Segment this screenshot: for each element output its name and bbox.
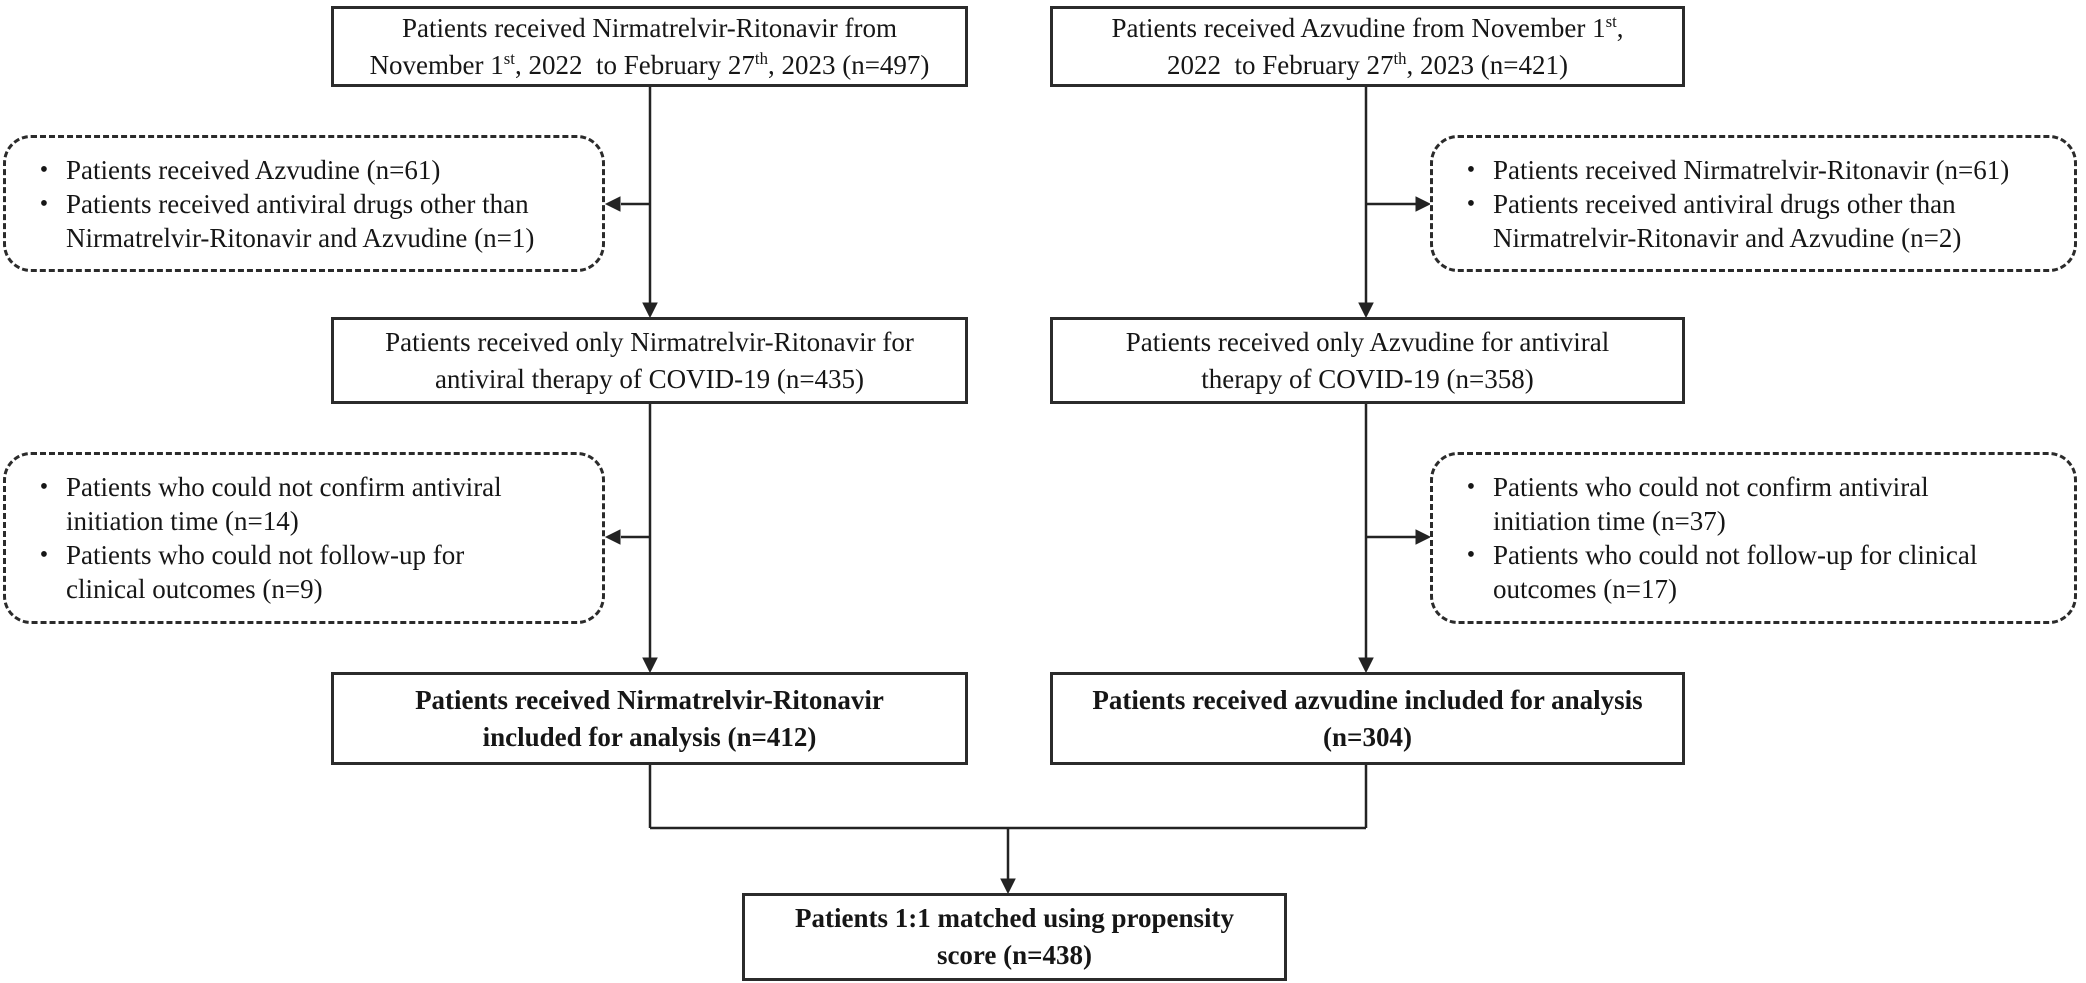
bullet-marker: • xyxy=(1466,190,1476,217)
exclusion-item: • Patients received antiviral drugs othe… xyxy=(22,187,602,255)
exclusion-item-text: Patients who could not follow-up for cli… xyxy=(66,540,465,604)
text-segment: , 2023 (n=421) xyxy=(1406,49,1568,80)
exclusion-item: • Patients who could not confirm antivir… xyxy=(1449,470,2074,538)
text-segment: Patients received Azvudine from November… xyxy=(1111,12,1606,43)
exclusion-item-text: Patients who could not confirm antiviral… xyxy=(1493,472,1929,536)
box-text-line: 2022 to February 27th, 2023 (n=421) xyxy=(1167,47,1568,84)
bullet-marker: • xyxy=(39,190,49,217)
box-text-line: (n=304) xyxy=(1323,721,1412,752)
ordinal-superscript: st xyxy=(1605,11,1617,31)
nirmatrelvir-included-box: Patients received Nirmatrelvir-Ritonavir… xyxy=(331,672,968,765)
ordinal-superscript: th xyxy=(754,48,768,68)
bullet-marker: • xyxy=(39,474,49,500)
bullet-marker: • xyxy=(39,542,49,568)
exclusion-item: • Patients who could not confirm antivir… xyxy=(22,470,602,538)
azvudine-exclusion1-box: • Patients received Nirmatrelvir-Ritonav… xyxy=(1430,135,2077,272)
box-text-line: Patients received Nirmatrelvir-Ritonavir… xyxy=(401,12,898,43)
exclusion-item: • Patients received antiviral drugs othe… xyxy=(1449,187,2074,255)
text-segment: , xyxy=(1616,12,1624,43)
nirmatrelvir-only-therapy-box: Patients received only Nirmatrelvir-Rito… xyxy=(331,317,968,404)
exclusion-item: • Patients received Nirmatrelvir-Ritonav… xyxy=(1449,153,2074,187)
azvudine-exclusion2-box: • Patients who could not confirm antivir… xyxy=(1430,452,2077,624)
ordinal-superscript: th xyxy=(1393,48,1407,68)
box-text-line: Patients received only Nirmatrelvir-Rito… xyxy=(385,326,914,357)
ordinal-superscript: st xyxy=(503,48,515,68)
exclusion-item: • Patients received Azvudine (n=61) xyxy=(22,153,602,187)
bullet-marker: • xyxy=(1466,542,1476,568)
azvudine-enrollment-box: Patients received Azvudine from November… xyxy=(1050,6,1685,87)
text-segment: , 2022 to February 27 xyxy=(514,49,755,80)
exclusion-item: • Patients who could not follow-up for c… xyxy=(22,538,602,606)
exclusion-item-text: Patients received Nirmatrelvir-Ritonavir… xyxy=(1493,154,2010,185)
bullet-marker: • xyxy=(39,156,49,183)
exclusion-item-text: Patients who could not follow-up for cli… xyxy=(1493,540,1978,604)
nirmatrelvir-enrollment-box: Patients received Nirmatrelvir-Ritonavir… xyxy=(331,6,968,87)
box-text-line: antiviral therapy of COVID-19 (n=435) xyxy=(434,363,865,394)
bullet-marker: • xyxy=(1466,156,1476,183)
box-text-line: included for analysis (n=412) xyxy=(482,721,817,752)
exclusion-item-text: Patients received antiviral drugs other … xyxy=(66,188,535,253)
box-text-line: therapy of COVID-19 (n=358) xyxy=(1201,363,1534,394)
exclusion-item: • Patients who could not follow-up for c… xyxy=(1449,538,2074,606)
box-text-line: Patients received azvudine included for … xyxy=(1092,684,1643,715)
nirmatrelvir-exclusion2-box: • Patients who could not confirm antivir… xyxy=(3,452,605,624)
text-segment: 2022 to February 27 xyxy=(1167,49,1394,80)
box-text-line: Patients received Azvudine from November… xyxy=(1111,10,1623,47)
text-segment: , 2023 (n=497) xyxy=(767,49,930,80)
box-text-line: Patients received only Azvudine for anti… xyxy=(1125,326,1610,357)
exclusion-item-text: Patients received antiviral drugs other … xyxy=(1493,188,1962,253)
text-segment: November 1 xyxy=(369,49,504,80)
box-text-line: Patients 1:1 matched using propensity xyxy=(794,903,1235,933)
propensity-matched-box: Patients 1:1 matched using propensity sc… xyxy=(742,893,1287,981)
azvudine-only-therapy-box: Patients received only Azvudine for anti… xyxy=(1050,317,1685,404)
box-text-line: Patients received Nirmatrelvir-Ritonavir xyxy=(415,684,884,715)
bullet-marker: • xyxy=(1466,474,1476,500)
box-text-line: November 1st, 2022 to February 27th, 202… xyxy=(370,47,930,84)
box-text-line: score (n=438) xyxy=(936,940,1093,970)
nirmatrelvir-exclusion1-box: • Patients received Azvudine (n=61) • Pa… xyxy=(3,135,605,272)
exclusion-item-text: Patients who could not confirm antiviral… xyxy=(66,472,502,536)
exclusion-item-text: Patients received Azvudine (n=61) xyxy=(66,154,441,185)
azvudine-included-box: Patients received azvudine included for … xyxy=(1050,672,1685,765)
